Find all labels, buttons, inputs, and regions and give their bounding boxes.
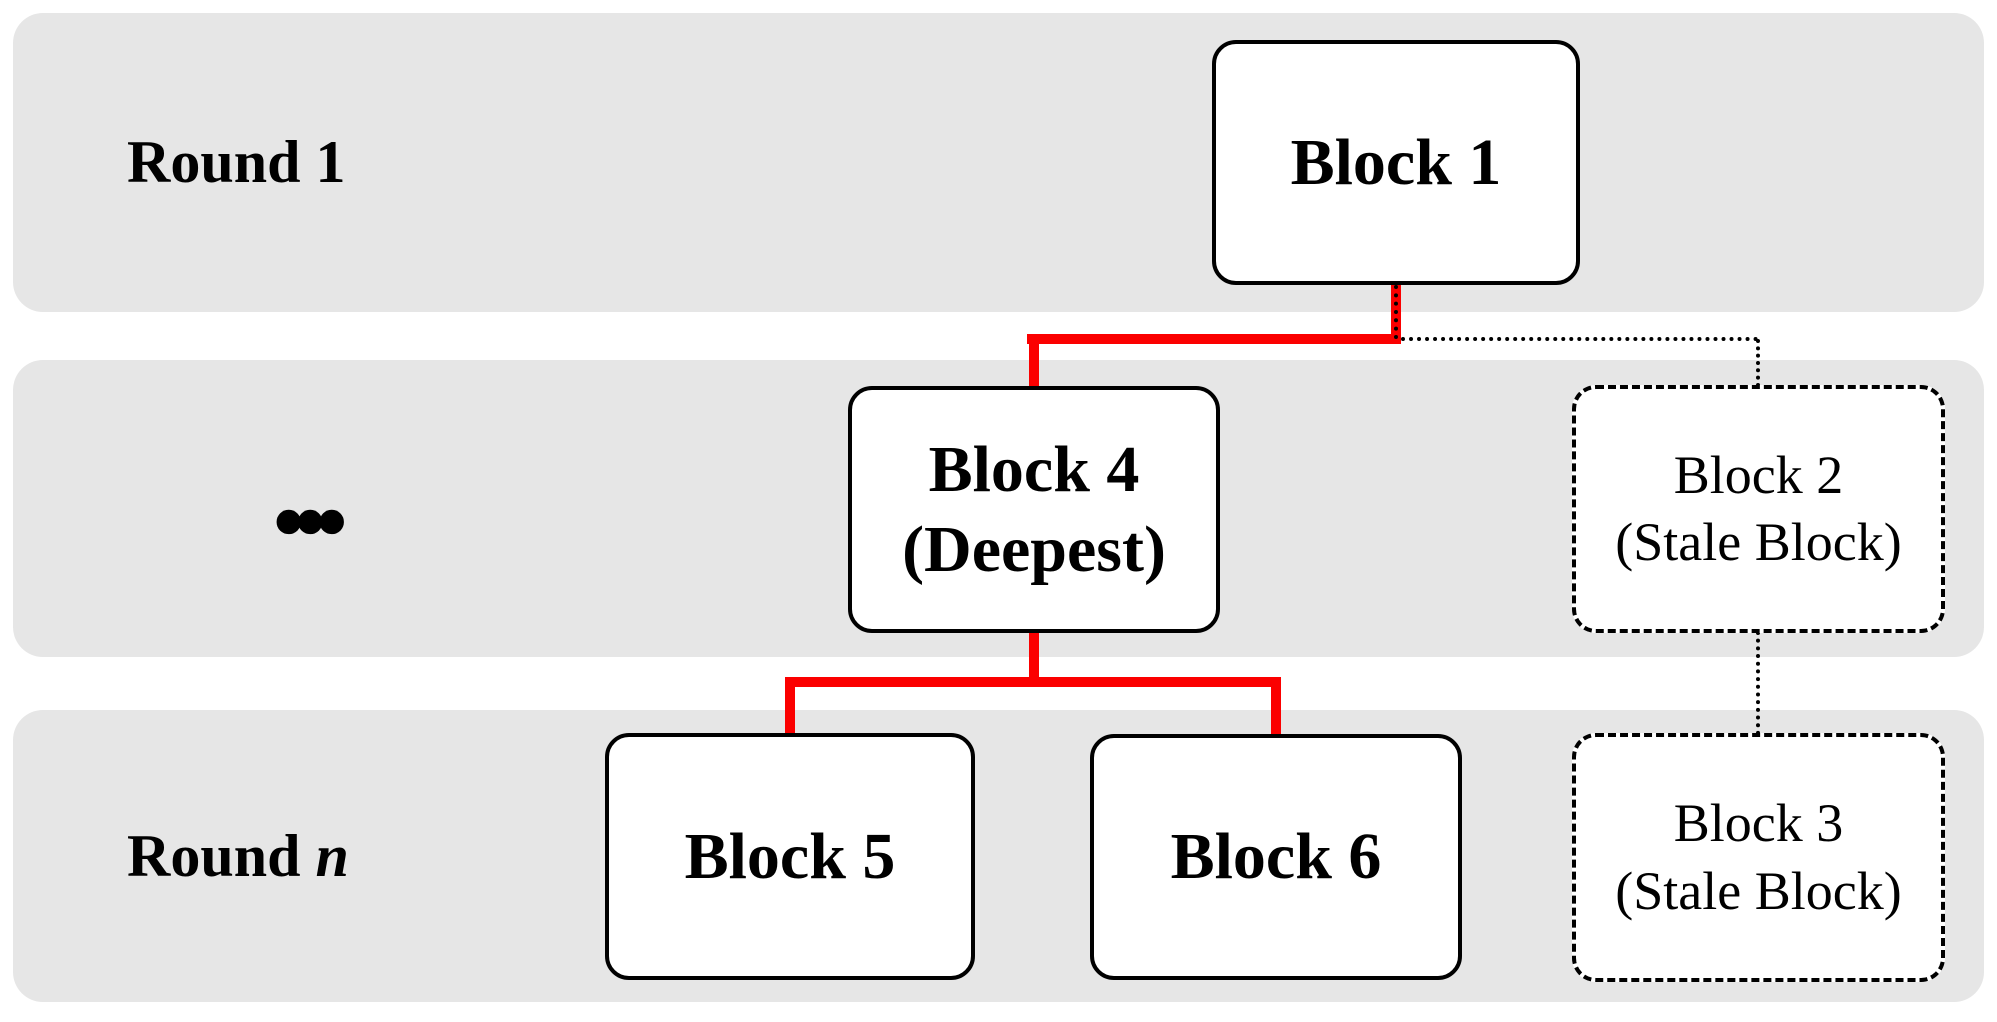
- block-1-label: Block 1: [1290, 125, 1502, 199]
- block-3-label: Block 3: [1673, 793, 1844, 853]
- edge-block1-block2-horizontal: [1401, 337, 1758, 341]
- edge-block4-vertical-out: [1029, 629, 1039, 687]
- round-n-label: Round n: [127, 710, 349, 1002]
- block-6: Block 6: [1090, 734, 1462, 980]
- block-4: Block 4 (Deepest): [848, 386, 1220, 633]
- block-1: Block 1: [1212, 40, 1580, 285]
- block-2-sublabel: (Stale Block): [1615, 512, 1902, 572]
- block-4-label: Block 4: [928, 433, 1140, 507]
- edge-block1-block4-vertical-in: [1029, 334, 1039, 390]
- edge-block1-block2-vertical-overlay: [1394, 285, 1398, 339]
- round-1-label-text: Round 1: [127, 129, 346, 195]
- block-3-stale: Block 3 (Stale Block): [1572, 733, 1945, 982]
- block-2-stale: Block 2 (Stale Block): [1572, 385, 1945, 633]
- edge-block4-block6-vertical-in: [1271, 677, 1281, 737]
- block-6-label: Block 6: [1170, 820, 1382, 894]
- block-2-label: Block 2: [1673, 444, 1844, 505]
- block-5-label: Block 5: [684, 819, 896, 893]
- block-3-sublabel: (Stale Block): [1615, 860, 1902, 921]
- edge-block1-block2-vertical-in: [1756, 339, 1760, 387]
- block-4-sublabel: (Deepest): [902, 512, 1166, 586]
- round-n-label-variable: n: [315, 822, 349, 889]
- edge-block1-block4-horizontal: [1027, 334, 1401, 344]
- edge-block2-block3-vertical: [1756, 631, 1760, 735]
- edge-block4-block5-vertical-in: [785, 677, 795, 737]
- intermediate-rounds-ellipsis: ...: [270, 399, 350, 565]
- edge-block4-split-horizontal: [785, 677, 1281, 687]
- block-5: Block 5: [605, 733, 975, 980]
- round-1-label: Round 1: [127, 13, 345, 312]
- round-n-label-text: Round: [127, 822, 316, 889]
- round-1-band: [13, 13, 1984, 312]
